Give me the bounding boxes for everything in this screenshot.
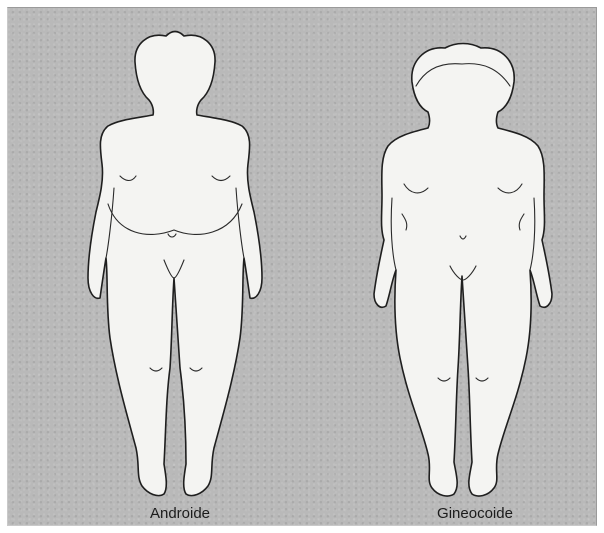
- gynoid-silhouette: [374, 44, 552, 497]
- body-shape-illustration: [7, 7, 597, 526]
- android-silhouette: [88, 32, 262, 496]
- caption-gineocoide: Gineocoide: [395, 505, 555, 522]
- caption-androide: Androide: [100, 505, 260, 522]
- silhouettes-canvas: [8, 8, 598, 527]
